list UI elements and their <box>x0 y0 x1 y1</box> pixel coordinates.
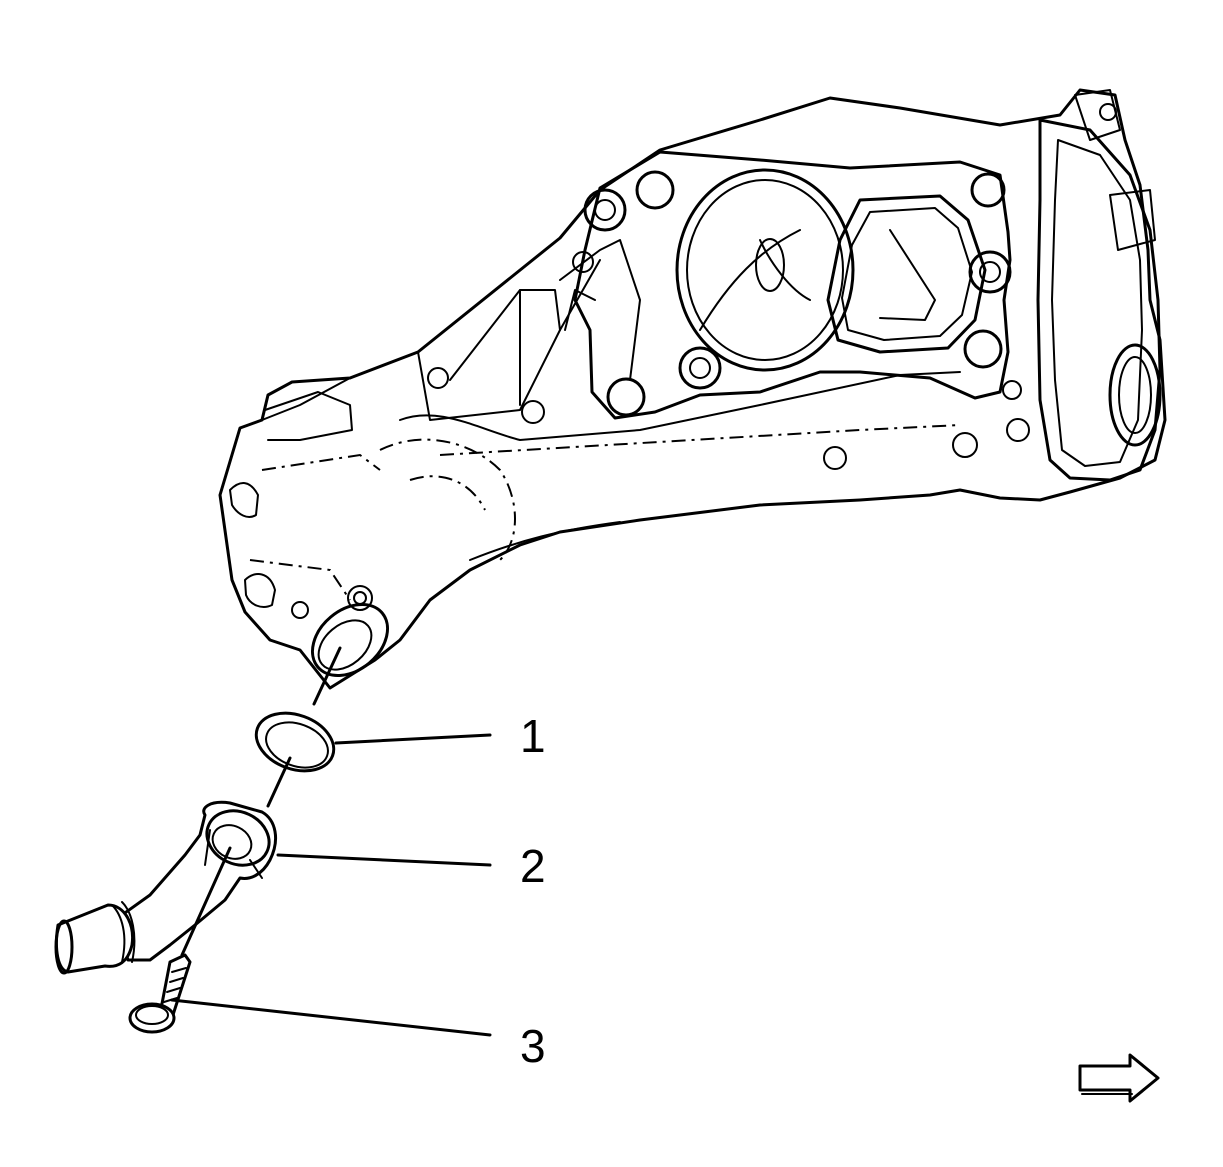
coolant-pipe <box>54 800 278 975</box>
right-arrow-icon <box>1078 1053 1160 1103</box>
callout-2-label: 2 <box>520 840 546 892</box>
callout-labels: 1 2 3 <box>520 710 546 1072</box>
stud-group <box>583 188 1012 390</box>
callout-1-label: 1 <box>520 710 546 762</box>
engine-housing <box>218 88 1167 690</box>
alignment-lines <box>180 646 342 957</box>
seal-ring <box>254 711 336 773</box>
leader-lines <box>170 733 492 1037</box>
callout-3-label: 3 <box>520 1020 546 1072</box>
bolt <box>128 953 192 1034</box>
